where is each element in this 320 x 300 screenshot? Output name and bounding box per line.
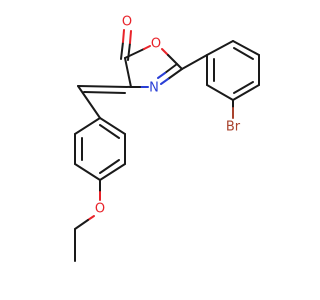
ch-aryl-bond <box>77 85 101 119</box>
carbonyl-bond-b-o <box>129 30 132 44</box>
ph2-bond-2-inner <box>233 47 254 60</box>
c2-n3-bond-b-n <box>157 72 166 79</box>
methylidene-linker <box>77 85 132 119</box>
c2-aryl-bond <box>181 54 208 70</box>
o1-c2-bond-o <box>161 48 169 56</box>
ph2-bond-5 <box>206 84 234 101</box>
ph1-bond-6-inner <box>99 124 120 139</box>
atom-label-ring-nitrogen: N <box>149 81 159 96</box>
atom-label-ring-oxygen: O <box>151 37 161 52</box>
c2-n3-bond-b <box>164 63 178 74</box>
carbonyl-bond-a-o <box>122 29 125 43</box>
carbonyl-bond-a <box>120 41 124 60</box>
molecule-drawing: O O N O Br <box>74 15 260 262</box>
atom-labels: O O N O Br <box>95 15 241 217</box>
ph1-bond-3 <box>74 163 101 181</box>
atom-label-carbonyl-oxygen: O <box>122 15 132 30</box>
ph2-bond-2 <box>232 40 260 56</box>
c5-o1-bond <box>124 48 145 59</box>
o-ch2-bond-o <box>87 215 95 221</box>
ph1-bond-6 <box>99 117 126 135</box>
atom-label-bromine: Br <box>226 120 241 135</box>
c2-n3-bond-a <box>167 68 183 80</box>
ph2-bond-4 <box>232 84 260 101</box>
c4-ch-bond-a <box>77 85 132 88</box>
c4-c5-bond <box>124 57 132 88</box>
ph1-bond-4 <box>99 163 126 181</box>
oxazolone-ring <box>120 29 183 88</box>
ph2-bond-1 <box>206 40 234 56</box>
ethoxyphenyl-ring <box>74 117 126 262</box>
bromophenyl-ring <box>181 40 260 119</box>
o1-c2-bond <box>167 54 183 70</box>
atom-label-ether-oxygen: O <box>95 202 105 217</box>
structure-canvas: O O N O Br <box>74 14 260 262</box>
c2-n3-bond-a-n <box>160 78 169 85</box>
c4-ch-bond-b <box>83 91 126 94</box>
ph2-bond-4-inner <box>233 81 254 94</box>
o-ch2-bond <box>74 219 89 230</box>
ph1-bond-4-inner <box>99 159 120 174</box>
c5-o1-bond-o <box>143 45 151 50</box>
ph1-bond-1 <box>74 117 101 135</box>
